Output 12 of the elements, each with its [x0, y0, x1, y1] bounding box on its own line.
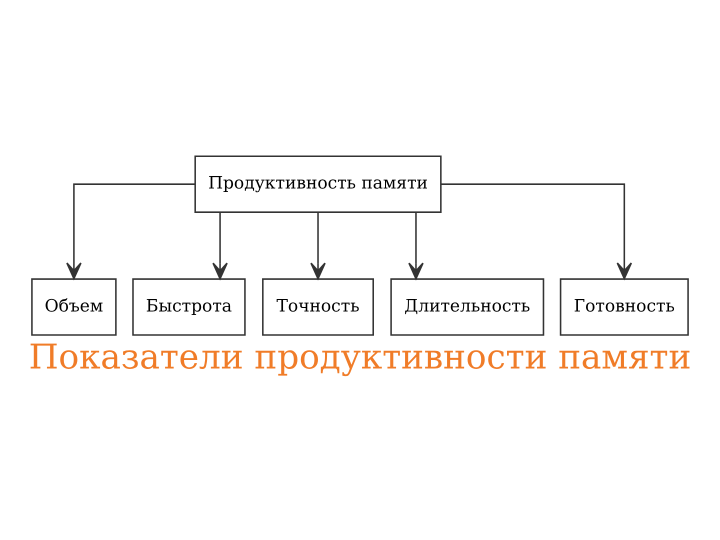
node-box: Точность — [262, 278, 374, 336]
arrow — [408, 212, 424, 279]
diagram-title: Показатели продуктивности памяти — [28, 337, 692, 378]
node-box: Продуктивность памяти — [194, 154, 442, 212]
node-box: Готовность — [560, 278, 689, 336]
arrow — [212, 212, 228, 279]
node-box: Объем — [31, 278, 117, 336]
arrow — [66, 182, 195, 279]
arrow — [310, 212, 326, 279]
arrow — [441, 182, 632, 279]
node-box: Быстрота — [132, 278, 246, 336]
node-box: Длительность — [390, 278, 544, 336]
